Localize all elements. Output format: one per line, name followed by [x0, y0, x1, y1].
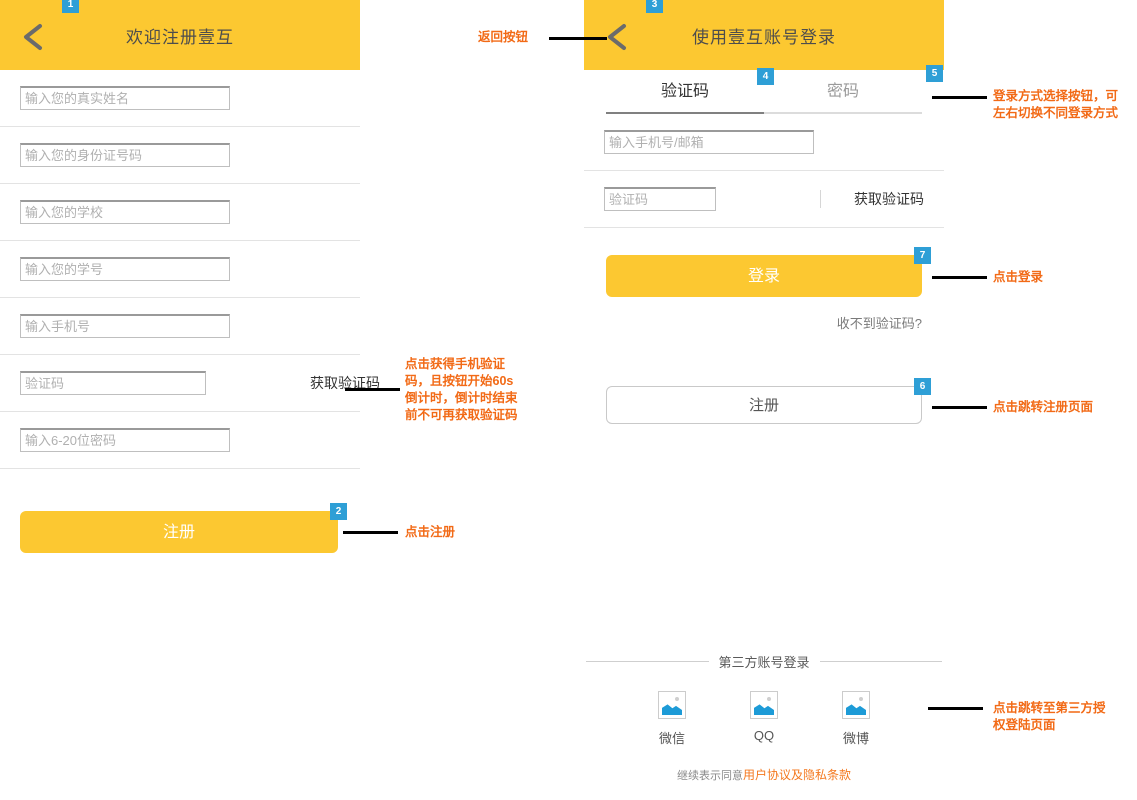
field-row-account: [584, 114, 944, 171]
annotation-leader-third-party: [928, 707, 983, 710]
field-row-real-name: [0, 70, 360, 127]
annotation-text-6: 点击跳转注册页面: [993, 400, 1094, 414]
third-party-qq-label: QQ: [753, 728, 775, 743]
login-header: 使用壹互账号登录: [584, 0, 944, 70]
annotation-text-5: 登录方式选择按钮，可 左右切换不同登录方式: [993, 89, 1119, 120]
third-party-divider-label: 第三方账号登录: [718, 655, 810, 670]
third-party-divider: 第三方账号登录: [584, 652, 944, 671]
annotation-badge-1: 1: [62, 0, 79, 13]
phone-input[interactable]: [20, 314, 230, 338]
annotation-badge-7: 7: [914, 247, 931, 264]
login-screen: 使用壹互账号登录 验证码 密码 获取验证码 登录 收不到验证码? 注册: [584, 0, 944, 782]
tab-password-label: 密码: [826, 83, 859, 100]
register-header: 欢迎注册壹互: [0, 0, 360, 70]
id-number-input[interactable]: [20, 143, 230, 167]
tab-inactive-underline: [764, 112, 922, 114]
agreement-link[interactable]: 用户协议及隐私条款: [742, 768, 851, 782]
divider-line-right: [819, 661, 943, 662]
annotation-text-back-button: 返回按钮: [478, 30, 529, 44]
annotation-badge-4: 4: [757, 68, 774, 85]
annotation-leader-get-code: [345, 388, 400, 391]
goto-register-button[interactable]: 注册: [606, 386, 922, 424]
agreement-text: 继续表示同意用户协议及隐私条款: [584, 766, 944, 783]
cannot-receive-code-link[interactable]: 收不到验证码?: [836, 316, 922, 331]
third-party-login-section: 第三方账号登录 微信 QQ: [584, 652, 944, 747]
password-input[interactable]: [20, 428, 230, 452]
annotation-badge-5: 5: [926, 65, 943, 82]
divider-line-left: [586, 661, 709, 662]
annotation-text-7: 点击登录: [993, 270, 1044, 284]
back-chevron-icon[interactable]: [604, 22, 630, 50]
broken-image-icon: [842, 691, 870, 719]
real-name-input[interactable]: [20, 86, 230, 110]
annotation-leader-6: [932, 406, 987, 409]
annotation-text-get-code: 点击获得手机验证 码，且按钮开始60s 倒计时，倒计时结束 前不可再获取验证码: [405, 357, 518, 422]
annotation-badge-2: 2: [330, 503, 347, 520]
third-party-wechat[interactable]: 微信: [658, 691, 686, 747]
student-id-input[interactable]: [20, 257, 230, 281]
field-row-school: [0, 184, 360, 241]
get-verification-code-button[interactable]: 获取验证码: [310, 375, 380, 391]
register-screen: 欢迎注册壹互 获取验证码 注册: [0, 0, 380, 553]
annotation-badge-3: 3: [646, 0, 663, 13]
third-party-weibo-label: 微博: [842, 731, 869, 746]
annotation-badge-6: 6: [914, 378, 931, 395]
annotation-leader-back-button: [549, 37, 607, 40]
third-party-icon-row: 微信 QQ 微博: [584, 671, 944, 747]
field-row-student-id: [0, 241, 360, 298]
tab-verification-code-label: 验证码: [660, 83, 709, 100]
verification-code-input[interactable]: [20, 371, 206, 395]
login-method-tabs: 验证码 密码: [584, 70, 944, 114]
tab-password[interactable]: 密码: [764, 70, 922, 114]
third-party-weibo[interactable]: 微博: [842, 691, 870, 747]
field-row-phone: [0, 298, 360, 355]
agreement-prefix: 继续表示同意: [676, 770, 743, 782]
annotation-text-third-party: 点击跳转至第三方授 权登陆页面: [993, 701, 1106, 732]
tab-verification-code[interactable]: 验证码: [606, 70, 764, 114]
annotation-leader-2: [343, 531, 398, 534]
field-row-password: [0, 412, 360, 469]
register-submit-button[interactable]: 注册: [20, 511, 338, 553]
account-input[interactable]: [604, 130, 814, 154]
annotation-text-2: 点击注册: [405, 525, 456, 539]
field-row-id-number: [0, 127, 360, 184]
login-title: 使用壹互账号登录: [692, 27, 836, 47]
third-party-wechat-label: 微信: [658, 731, 685, 746]
get-verification-code-button[interactable]: 获取验证码: [854, 191, 924, 207]
third-party-qq[interactable]: QQ: [750, 691, 778, 747]
code-separator: [820, 190, 821, 208]
register-title: 欢迎注册壹互: [126, 27, 234, 47]
back-chevron-icon[interactable]: [20, 22, 46, 50]
tab-active-underline: [606, 112, 764, 114]
annotation-leader-7: [932, 276, 987, 279]
broken-image-icon: [750, 691, 778, 719]
annotation-leader-5: [932, 96, 987, 99]
school-input[interactable]: [20, 200, 230, 224]
login-verification-code-input[interactable]: [604, 187, 716, 211]
login-submit-button[interactable]: 登录: [606, 255, 922, 297]
field-row-verification-code: 获取验证码: [0, 355, 380, 412]
field-row-login-verification-code: 获取验证码: [584, 171, 944, 228]
broken-image-icon: [658, 691, 686, 719]
